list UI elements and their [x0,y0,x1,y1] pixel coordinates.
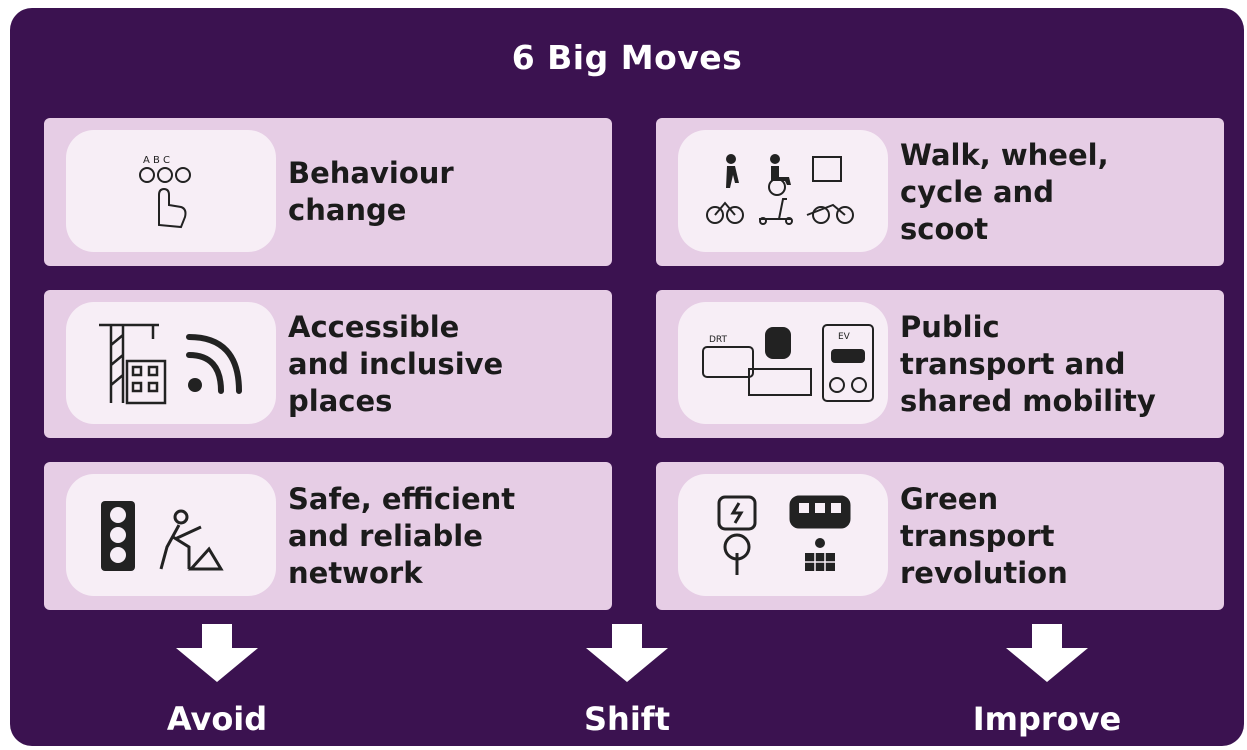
move-label: Walk, wheel, cycle and scoot [900,137,1109,246]
big-moves-panel: 6 Big Moves A B C Behaviour change [10,8,1244,746]
bus-train-bike-share-icon: DRT EV [678,302,888,424]
outcome-avoid: Avoid [166,700,268,738]
move-card-safe-efficient-reliable-network: Safe, efficient and reliable network [44,462,612,610]
move-label: Green transport revolution [900,481,1068,590]
arrow-down-icon [176,624,258,682]
outcome-improve: Improve [972,700,1122,738]
move-label: Safe, efficient and reliable network [288,481,516,590]
active-travel-icons [678,130,888,252]
move-card-accessible-inclusive-places: Accessible and inclusive places [44,290,612,438]
svg-text:DRT: DRT [709,335,728,345]
move-card-walk-wheel-cycle-scoot: Walk, wheel, cycle and scoot [656,118,1224,266]
arrow-down-icon [586,624,668,682]
outcome-shift: Shift [583,700,670,738]
ev-bus-train-tree-solar-icon [678,474,888,596]
move-label: Behaviour change [288,156,454,227]
move-label: Accessible and inclusive places [288,309,504,418]
move-card-green-transport-revolution: Green transport revolution [656,462,1224,610]
move-card-behaviour-change: A B C Behaviour change [44,118,612,266]
move-card-public-transport-shared-mobility: DRT EV Public transport and shared mobil… [656,290,1224,438]
move-label: Public transport and shared mobility [900,309,1156,418]
svg-text:EV: EV [838,332,851,342]
diagram-title: 6 Big Moves [511,38,743,77]
arrow-down-icon [1006,624,1088,682]
traffic-light-roadworks-icon [66,474,276,596]
crane-building-wifi-icon [66,302,276,424]
svg-text:A B C: A B C [143,155,170,166]
abc-choice-hand-icon: A B C [66,130,276,252]
